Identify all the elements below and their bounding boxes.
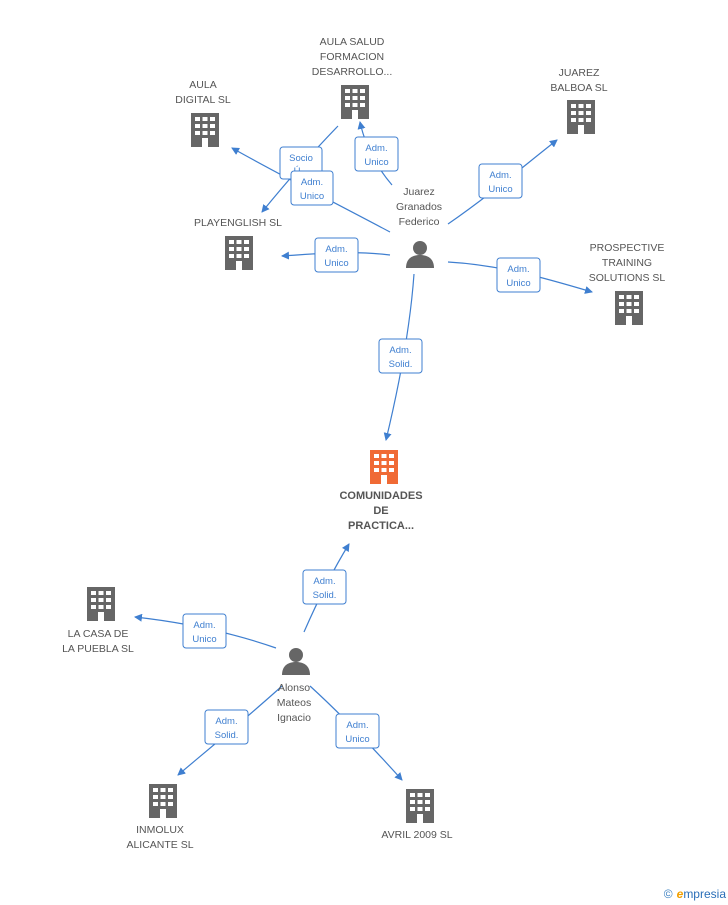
building-icon: [149, 784, 177, 818]
node-avril[interactable]: AVRIL 2009 SL: [381, 789, 453, 841]
edge-label-line2: Solid.: [215, 730, 239, 741]
node-aula-salud[interactable]: AULA SALUD FORMACION DESARROLLO...: [312, 36, 393, 119]
edge-label-line1: Adm.: [301, 177, 323, 188]
edge-label-la-casa[interactable]: Adm. Unico: [182, 613, 227, 649]
node-label-line: PRACTICA...: [348, 520, 414, 532]
edge-label-line2: Unico: [364, 157, 388, 168]
node-aula-digital[interactable]: AULA DIGITAL SL: [175, 79, 231, 147]
node-label-line: ALICANTE SL: [126, 839, 193, 851]
node-inmolux[interactable]: INMOLUX ALICANTE SL: [126, 784, 194, 851]
node-la-casa[interactable]: LA CASA DE LA PUEBLA SL: [62, 587, 134, 655]
edge-label-comunidades-top[interactable]: Adm. Solid.: [378, 338, 423, 374]
edge-label-line1: Socio: [289, 153, 313, 164]
empresia-watermark: ©empresia: [664, 887, 726, 901]
building-icon: [191, 113, 219, 147]
edge-label-line2: Unico: [192, 634, 216, 645]
node-label-line: Federico: [399, 216, 440, 228]
building-icon: [225, 236, 253, 270]
node-label-line: BALBOA SL: [550, 82, 607, 94]
node-label-line: Juarez: [403, 186, 435, 198]
node-alonso-person[interactable]: Alonso Mateos Ignacio: [277, 648, 311, 724]
edge-label-line1: Adm.: [193, 620, 215, 631]
node-label-line: INMOLUX: [136, 824, 184, 836]
building-icon: [87, 587, 115, 621]
edge-label-playenglish-top[interactable]: Adm. Unico: [290, 170, 334, 206]
node-label-line: FORMACION: [320, 51, 384, 63]
edge-label-line2: Unico: [345, 734, 369, 745]
node-label-line: LA PUEBLA SL: [62, 643, 134, 655]
edge-label-playenglish[interactable]: Adm. Unico: [314, 237, 359, 273]
node-label-line: Granados: [396, 201, 442, 213]
node-label-line: Ignacio: [277, 712, 311, 724]
node-label-line: Mateos: [277, 697, 311, 709]
node-prospective[interactable]: PROSPECTIVE TRAINING SOLUTIONS SL: [589, 242, 666, 325]
node-label-line: JUAREZ: [559, 67, 600, 79]
node-playenglish[interactable]: PLAYENGLISH SL: [194, 217, 282, 270]
building-icon: [567, 100, 595, 134]
node-label-line: AULA: [189, 79, 216, 91]
building-icon: [406, 789, 434, 823]
node-label-line: SOLUTIONS SL: [589, 272, 666, 284]
edge-label-line2: Solid.: [313, 590, 337, 601]
edge-label-balboa[interactable]: Adm. Unico: [478, 163, 523, 199]
person-icon: [406, 241, 434, 268]
edge-label-aula-salud[interactable]: Adm. Unico: [354, 136, 399, 172]
edge-label-line2: Unico: [488, 184, 512, 195]
node-label-line: AVRIL 2009 SL: [381, 829, 452, 841]
node-juarez-person[interactable]: Juarez Granados Federico: [396, 186, 442, 268]
node-label-line: LA CASA DE: [68, 628, 129, 640]
node-label-line: DE: [373, 505, 388, 517]
node-label-line: Alonso: [278, 682, 310, 694]
brand-name: mpresia: [683, 887, 726, 901]
edge-label-line2: Unico: [300, 191, 324, 202]
copyright-icon: ©: [663, 887, 673, 901]
building-icon: [615, 291, 643, 325]
node-label-line: DIGITAL SL: [175, 94, 231, 106]
edge-label-comunidades-bottom[interactable]: Adm. Solid.: [302, 569, 347, 605]
edge-label-line1: Adm.: [389, 345, 411, 356]
node-label-line: TRAINING: [602, 257, 652, 269]
node-comunidades-main[interactable]: COMUNIDADES DE PRACTICA...: [339, 450, 423, 532]
node-label-line: PROSPECTIVE: [590, 242, 665, 254]
edge-label-line1: Adm.: [215, 716, 237, 727]
edge-label-line2: Solid.: [389, 359, 413, 370]
person-icon: [282, 648, 310, 675]
node-label-line: DESARROLLO...: [312, 66, 393, 78]
edge-label-line1: Adm.: [346, 720, 368, 731]
building-icon-highlighted: [370, 450, 398, 484]
edge-label-inmolux[interactable]: Adm. Solid.: [204, 709, 249, 745]
node-label-line: COMUNIDADES: [339, 490, 422, 502]
edge-label-line1: Adm.: [325, 244, 347, 255]
edge-label-line2: Unico: [324, 258, 348, 269]
edge-label-avril[interactable]: Adm. Unico: [335, 713, 380, 749]
edge-label-line2: Unico: [506, 278, 530, 289]
building-icon: [341, 85, 369, 119]
edge-label-line1: Adm.: [489, 170, 511, 181]
edge-label-line1: Adm.: [365, 143, 387, 154]
brand-initial: e: [676, 887, 684, 901]
edge-label-prospective[interactable]: Adm. Unico: [496, 257, 541, 293]
edge-label-line1: Adm.: [313, 576, 335, 587]
node-label-line: AULA SALUD: [320, 36, 385, 48]
edge-label-line1: Adm.: [507, 264, 529, 275]
node-juarez-balboa[interactable]: JUAREZ BALBOA SL: [550, 67, 608, 134]
node-label-line: PLAYENGLISH SL: [194, 217, 282, 229]
